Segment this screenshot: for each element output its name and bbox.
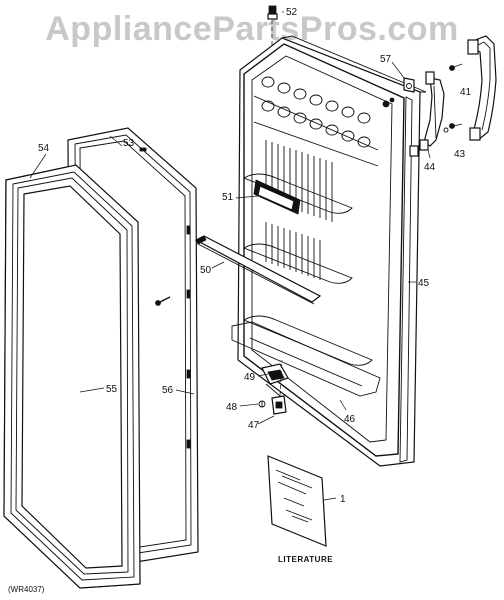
callout-45: 45 [418,278,430,289]
callout-48: 48 [226,402,238,413]
handle-41 [467,35,497,141]
watermark-text: AppliancePartsPros.com [45,10,459,48]
door-assembly [231,35,427,467]
callout-53: 53 [123,138,135,149]
screw-icon [155,296,171,306]
callout-43: 43 [454,149,466,160]
callout-44: 44 [424,162,436,173]
callout-56: 56 [162,385,174,396]
callout-54: 54 [38,143,50,154]
callout-52: 52 [286,7,298,18]
callout-41: 41 [460,87,472,98]
handle-base-44 [409,63,463,157]
clip-57 [382,77,415,108]
literature-label: LITERATURE [278,555,333,564]
literature-booklet [267,455,327,547]
callout-55: 55 [106,384,118,395]
callout-50: 50 [200,265,212,276]
callout-49: 49 [244,372,256,383]
callout-47: 47 [248,420,260,431]
shelf-bar-50 [194,235,322,305]
shelf-bar-51 [253,179,301,215]
callouts: 52 53 54 55 56 51 50 49 48 47 46 45 57 4… [8,7,472,594]
callout-46: 46 [344,414,356,425]
gasket-54-front [3,164,141,589]
callout-57: 57 [380,54,392,65]
callout-51: 51 [222,192,234,203]
diagram-code: (WR4037) [8,585,45,594]
leader-lines [29,11,431,501]
hinge-pin-52 [267,5,278,46]
egg-dimples [253,76,379,167]
callout-1: 1 [340,494,346,505]
hinge-parts [258,359,289,415]
